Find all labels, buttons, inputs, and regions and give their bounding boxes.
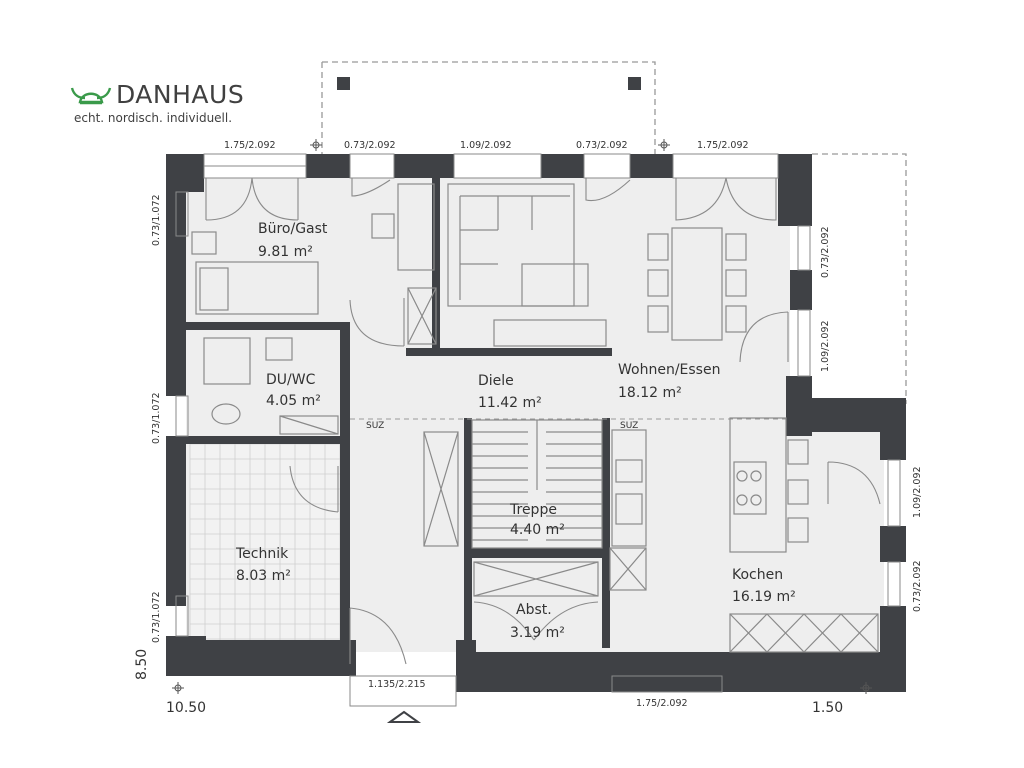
dining-table [671,227,723,341]
window-label: 1.75/2.092 [636,698,688,709]
crosshair-markers [172,139,872,694]
room-name: Wohnen/Essen [618,362,720,378]
brand-tagline: echt. nordisch. individuell. [74,111,233,125]
window-label: 1.135/2.215 [368,679,426,690]
tv-board [493,319,607,347]
technik-tiles [189,443,341,648]
furniture [191,183,879,653]
island [729,417,787,553]
entrance-arrow-icon [386,710,422,723]
viking-helmet-icon [68,82,114,112]
window-labels: 1.75/2.092 0.73/2.092 1.09/2.092 0.73/2.… [151,140,923,709]
window-label: 1.09/2.092 [820,320,831,372]
dimension-terrace: 1.50 [812,700,843,716]
room-labels: Büro/Gast 9.81 m² DU/WC 4.05 m² Diele 11… [235,221,796,641]
room-area: 3.19 m² [510,625,565,641]
room-area: 11.42 m² [478,395,542,411]
sink [265,337,293,361]
window-label: 0.73/2.092 [820,226,831,278]
cabinet [423,431,459,547]
window-label: 0.73/2.092 [576,140,628,151]
chair [371,213,395,239]
room-name: Abst. [516,602,552,618]
room-area: 16.19 m² [732,589,796,605]
room-area: 9.81 m² [258,244,313,260]
terrace-outline [321,61,907,404]
window-label: 0.73/1.072 [151,392,162,444]
dimension-labels: 10.50 8.50 1.50 [134,649,843,716]
terrace-post [337,77,350,90]
room-name: Diele [478,373,514,389]
toilet [211,403,241,425]
window-label: 0.73/1.072 [151,194,162,246]
window-label: 1.09/2.092 [912,466,923,518]
window-label: 1.75/2.092 [224,140,276,151]
windows [175,153,901,707]
coffee-table [521,263,589,307]
room-name: Kochen [732,567,783,583]
walls [166,154,906,692]
room-name: Technik [235,546,289,562]
door-swings [205,177,881,665]
kitchen-counter [611,429,647,547]
desk [397,183,435,271]
room-name: Treppe [509,502,557,518]
brand-name: DANHAUS [116,80,245,109]
room-name: DU/WC [266,372,316,388]
shower [203,337,251,385]
room-area: 4.40 m² [510,522,565,538]
bed [195,261,319,315]
suz-label: SUZ [620,421,638,431]
window-label: 0.73/1.072 [151,591,162,643]
sofa [447,183,575,307]
window-label: 1.09/2.092 [460,140,512,151]
dimension-depth: 8.50 [134,649,150,680]
window-label: 0.73/2.092 [344,140,396,151]
room-area: 8.03 m² [236,568,291,584]
room-name: Büro/Gast [258,221,328,237]
suz-label: SUZ [366,421,384,431]
terrace-post [628,77,641,90]
window-label: 0.73/2.092 [912,560,923,612]
room-area: 4.05 m² [266,393,321,409]
storage [473,561,599,597]
wardrobe [407,287,437,345]
dimension-width: 10.50 [166,700,206,716]
window-label: 1.75/2.092 [697,140,749,151]
room-area: 18.12 m² [618,385,682,401]
